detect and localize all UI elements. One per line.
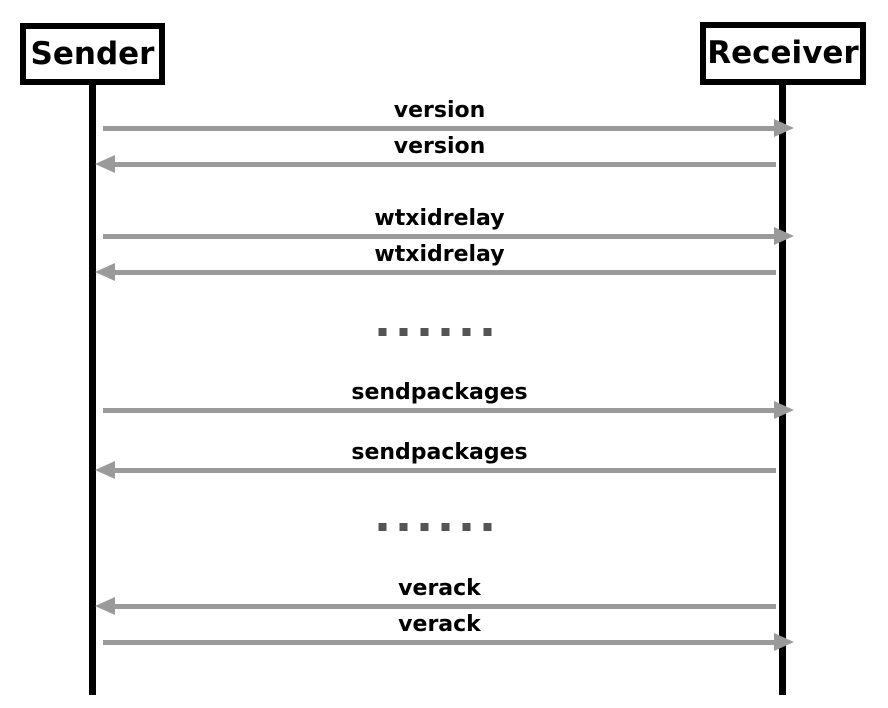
- actor-label-receiver: Receiver: [707, 35, 859, 71]
- arrowhead-right-icon: [774, 633, 794, 651]
- message-label: wtxidrelay: [374, 242, 505, 267]
- message-line: [113, 162, 776, 167]
- ellipsis-dot: [483, 523, 492, 531]
- ellipsis-dot: [420, 328, 429, 336]
- message-label: sendpackages: [351, 440, 528, 465]
- arrowhead-left-icon: [95, 461, 115, 479]
- message-line: [103, 408, 776, 413]
- ellipsis-dot: [399, 523, 408, 531]
- ellipsis-row: [378, 523, 492, 531]
- actor-box-receiver: Receiver: [700, 22, 866, 85]
- ellipsis-dot: [399, 328, 408, 336]
- message-label: verack: [398, 612, 481, 637]
- message-line: [103, 640, 776, 645]
- arrowhead-right-icon: [774, 227, 794, 245]
- message-line: [103, 234, 776, 239]
- message-line: [113, 270, 776, 275]
- ellipsis-dot: [378, 328, 387, 336]
- ellipsis-dot: [441, 523, 450, 531]
- message-label: wtxidrelay: [374, 206, 505, 231]
- message-label: version: [393, 98, 486, 123]
- message-line: [113, 468, 776, 473]
- arrowhead-right-icon: [774, 119, 794, 137]
- actor-box-sender: Sender: [20, 23, 165, 85]
- arrowhead-left-icon: [95, 155, 115, 173]
- arrowhead-left-icon: [95, 263, 115, 281]
- arrowhead-left-icon: [95, 597, 115, 615]
- ellipsis-dot: [462, 328, 471, 336]
- ellipsis-dot: [483, 328, 492, 336]
- message-label: sendpackages: [351, 380, 528, 405]
- actor-label-sender: Sender: [30, 35, 155, 72]
- lifeline-sender: [89, 84, 96, 695]
- arrowhead-right-icon: [774, 401, 794, 419]
- message-line: [113, 604, 776, 609]
- ellipsis-dot: [378, 523, 387, 531]
- ellipsis-row: [378, 328, 492, 336]
- ellipsis-dot: [420, 523, 429, 531]
- lifeline-receiver: [779, 84, 786, 695]
- message-line: [103, 126, 776, 131]
- message-label: verack: [398, 576, 481, 601]
- message-label: version: [393, 134, 486, 159]
- ellipsis-dot: [462, 523, 471, 531]
- ellipsis-dot: [441, 328, 450, 336]
